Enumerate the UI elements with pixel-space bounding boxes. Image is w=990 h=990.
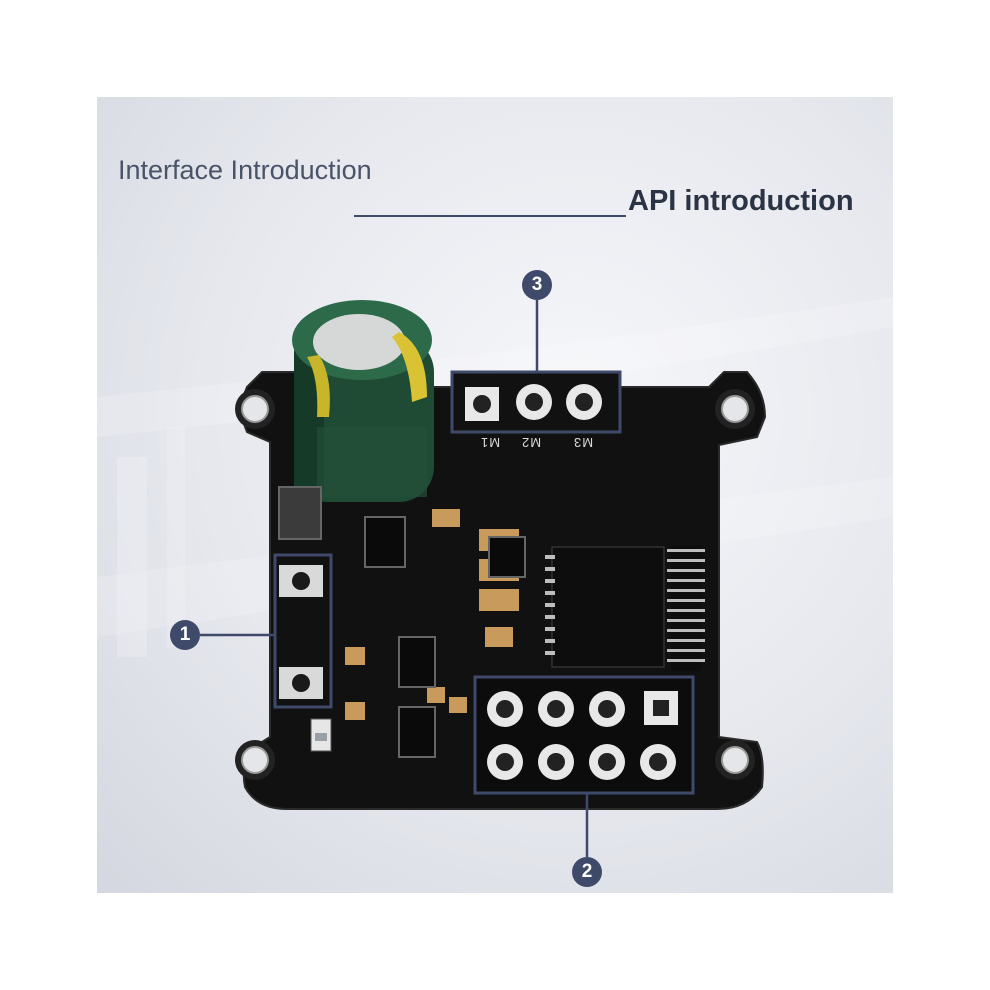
signal-pin-header	[473, 675, 695, 795]
page-title: Interface Introduction	[118, 155, 372, 185]
motor-pin-header	[450, 370, 622, 434]
pin-label-m3: M3	[573, 435, 594, 450]
power-terminal-pads	[273, 553, 333, 709]
page-subtitle: API introduction	[628, 185, 854, 217]
callout-3: 3	[522, 270, 552, 300]
transistors	[364, 516, 526, 758]
product-photo: Interface Introduction API introduction …	[97, 97, 893, 893]
pin-label-m2: M2	[521, 435, 542, 450]
callout-2: 2	[572, 857, 602, 887]
power-inductor	[278, 486, 322, 540]
pin-label-m1: M1	[480, 435, 501, 450]
subtitle-underline	[354, 215, 626, 217]
control-ic	[667, 545, 705, 671]
driver-ic	[545, 546, 665, 668]
callout-1: 1	[170, 620, 200, 650]
status-led	[310, 718, 332, 752]
callout-lines	[200, 297, 589, 857]
electrolytic-capacitor	[292, 300, 434, 502]
pcb-illustration	[97, 297, 893, 857]
mounting-holes	[235, 389, 755, 780]
